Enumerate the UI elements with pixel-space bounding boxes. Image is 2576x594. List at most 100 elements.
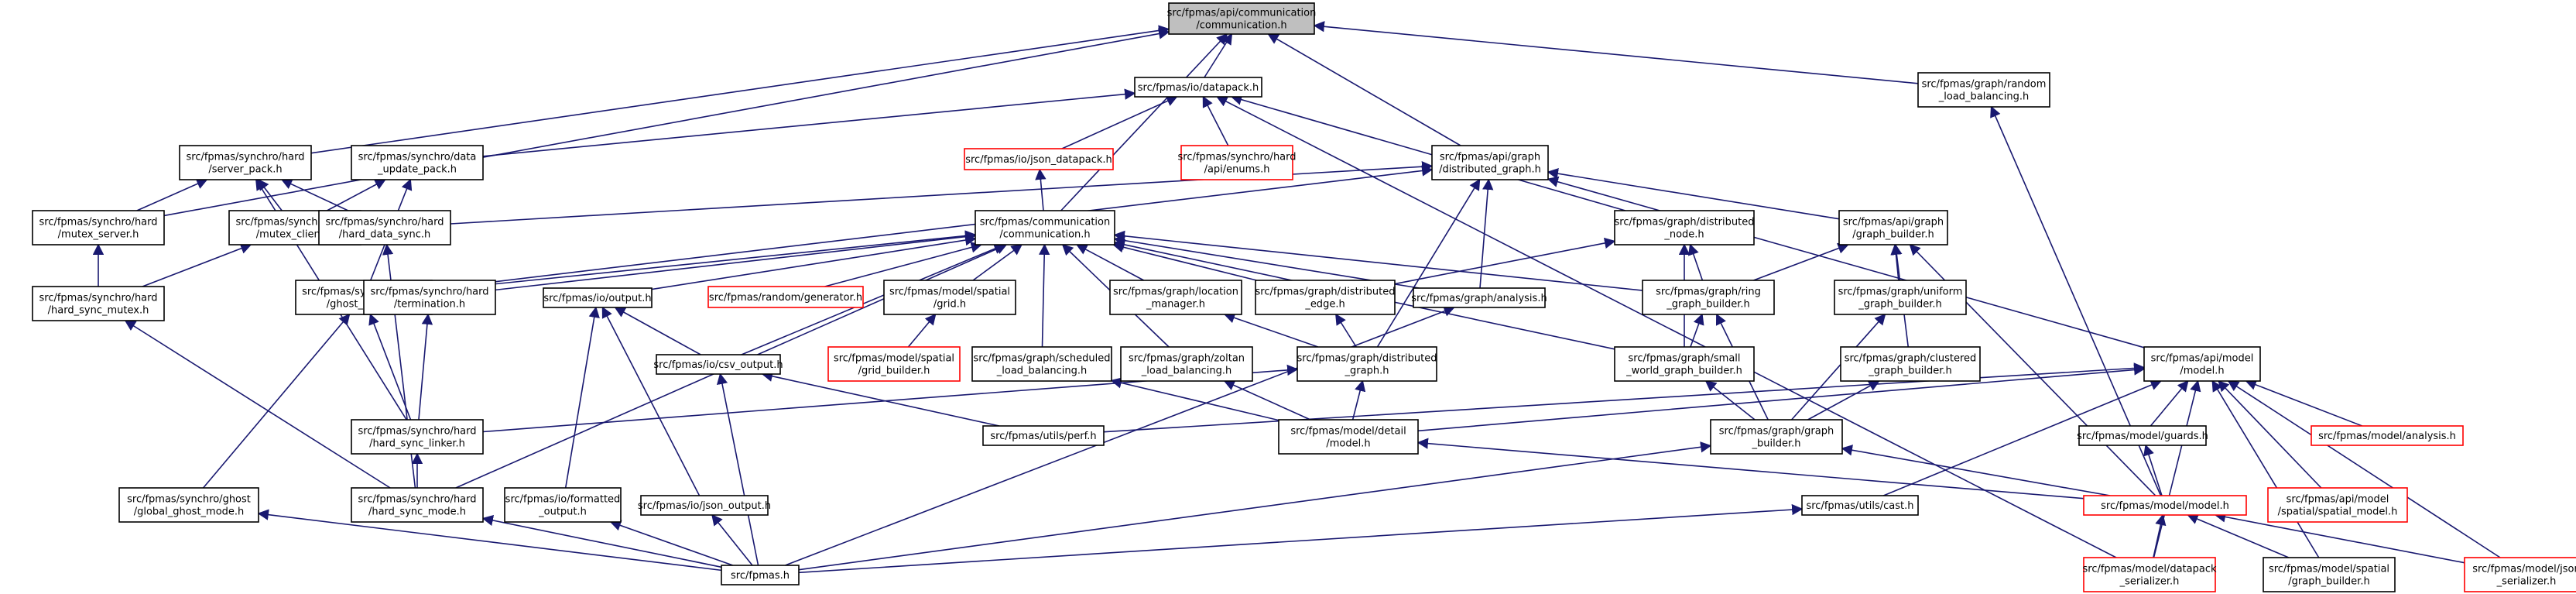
graph-node[interactable]: src/fpmas/model/spatial/grid_builder.h: [827, 346, 961, 382]
graph-node[interactable]: src/fpmas/io/formatted_output.h: [504, 487, 622, 523]
graph-node[interactable]: src/fpmas/graph/small_world_graph_builde…: [1614, 346, 1755, 382]
graph-node[interactable]: src/fpmas/model/model.h: [2083, 495, 2247, 516]
node-box[interactable]: [351, 487, 484, 523]
node-box[interactable]: [1840, 346, 1981, 382]
graph-node[interactable]: src/fpmas/io/datapack.h: [1134, 77, 1262, 98]
graph-node[interactable]: src/fpmas/synchro/ghost/global_ghost_mod…: [118, 487, 259, 523]
node-box[interactable]: [179, 145, 312, 180]
graph-node[interactable]: src/fpmas/api/graph/distributed_graph.h: [1431, 145, 1549, 180]
node-box[interactable]: [975, 210, 1115, 245]
node-box[interactable]: [982, 425, 1105, 446]
node-box[interactable]: [1801, 495, 1919, 516]
graph-node[interactable]: src/fpmas/communication/communication.h: [975, 210, 1115, 245]
node-box[interactable]: [2078, 425, 2207, 446]
node-box[interactable]: [118, 487, 259, 523]
graph-node[interactable]: src/fpmas/io/csv_output.h: [653, 354, 783, 375]
graph-node[interactable]: src/fpmas/synchro/hard/hard_sync_mutex.h: [32, 286, 165, 321]
graph-node[interactable]: src/fpmas/graph/random_load_balancing.h: [1917, 72, 2050, 108]
node-box[interactable]: [1431, 145, 1549, 180]
graph-node[interactable]: src/fpmas/graph/distributed_node.h: [1614, 210, 1755, 245]
graph-node[interactable]: src/fpmas/graph/analysis.h: [1411, 287, 1547, 308]
node-box[interactable]: [883, 280, 1016, 315]
graph-node[interactable]: src/fpmas/model/spatial/grid.h: [883, 280, 1016, 315]
node-box[interactable]: [1278, 419, 1419, 455]
node-box[interactable]: [964, 148, 1114, 170]
node-box[interactable]: [1838, 210, 1948, 245]
node-label: _graph_builder.h: [1868, 366, 1952, 377]
node-box[interactable]: [1917, 72, 2050, 108]
node-box[interactable]: [504, 487, 622, 523]
node-box[interactable]: [543, 287, 653, 308]
graph-node[interactable]: src/fpmas/io/json_datapack.h: [964, 148, 1114, 170]
node-box[interactable]: [2464, 557, 2576, 592]
node-box[interactable]: [1642, 280, 1775, 315]
graph-node[interactable]: src/fpmas/io/json_output.h: [638, 495, 771, 516]
node-label: src/fpmas/model/json: [2472, 564, 2576, 575]
graph-node[interactable]: src/fpmas/graph/zoltan_load_balancing.h: [1120, 346, 1253, 382]
node-box[interactable]: [656, 354, 781, 375]
node-box[interactable]: [351, 419, 484, 455]
node-box[interactable]: [1614, 346, 1755, 382]
node-box[interactable]: [1834, 280, 1967, 315]
graph-node[interactable]: src/fpmas/graph/graph_builder.h: [1710, 419, 1843, 455]
node-box[interactable]: [2143, 346, 2261, 382]
node-box[interactable]: [971, 346, 1112, 382]
graph-node[interactable]: src/fpmas/api/model/spatial/spatial_mode…: [2267, 487, 2408, 523]
node-box[interactable]: [721, 565, 800, 585]
graph-node[interactable]: src/fpmas/synchro/hard/server_pack.h: [179, 145, 312, 180]
graph-node[interactable]: src/fpmas/synchro/hard/hard_data_sync.h: [318, 210, 451, 245]
graph-node[interactable]: src/fpmas/utils/cast.h: [1801, 495, 1919, 516]
node-box[interactable]: [1134, 77, 1262, 98]
node-box[interactable]: [1297, 346, 1437, 382]
graph-node[interactable]: src/fpmas/api/communication/communicatio…: [1167, 2, 1317, 35]
graph-node[interactable]: src/fpmas/synchro/hard/hard_sync_linker.…: [351, 419, 484, 455]
graph-node[interactable]: src/fpmas/model/guards.h: [2077, 425, 2208, 446]
graph-node[interactable]: src/fpmas.h: [721, 565, 800, 585]
graph-node[interactable]: src/fpmas/io/output.h: [543, 287, 653, 308]
node-box[interactable]: [707, 286, 864, 308]
node-box[interactable]: [640, 495, 769, 516]
node-box[interactable]: [1255, 280, 1396, 315]
graph-node[interactable]: src/fpmas/utils/perf.h: [982, 425, 1105, 446]
edge-n46-to-n40: [481, 514, 722, 568]
graph-node[interactable]: src/fpmas/synchro/hard/api/enums.h: [1177, 145, 1297, 180]
node-box[interactable]: [318, 210, 451, 245]
graph-node[interactable]: src/fpmas/model/spatial/graph_builder.h: [2263, 557, 2396, 592]
graph-node[interactable]: src/fpmas/graph/location_manager.h: [1109, 280, 1242, 315]
node-box[interactable]: [1710, 419, 1843, 455]
node-box[interactable]: [1109, 280, 1242, 315]
node-box[interactable]: [2267, 487, 2408, 523]
node-box[interactable]: [32, 286, 165, 321]
graph-node[interactable]: src/fpmas/synchro/data_update_pack.h: [351, 145, 484, 180]
graph-node[interactable]: src/fpmas/random/generator.h: [707, 286, 864, 308]
node-box[interactable]: [351, 145, 484, 180]
graph-node[interactable]: src/fpmas/graph/distributed_edge.h: [1255, 280, 1396, 315]
node-box[interactable]: [32, 210, 165, 245]
graph-node[interactable]: src/fpmas/api/model/model.h: [2143, 346, 2261, 382]
node-box[interactable]: [2263, 557, 2396, 592]
node-box[interactable]: [1614, 210, 1755, 245]
graph-node[interactable]: src/fpmas/model/json_serializer.h: [2464, 557, 2576, 592]
graph-node[interactable]: src/fpmas/model/analysis.h: [2311, 425, 2464, 446]
graph-node[interactable]: src/fpmas/synchro/hard/mutex_server.h: [32, 210, 165, 245]
node-box[interactable]: [2311, 425, 2464, 446]
graph-node[interactable]: src/fpmas/graph/uniform_graph_builder.h: [1834, 280, 1967, 315]
node-box[interactable]: [1168, 2, 1315, 35]
node-box[interactable]: [2083, 495, 2247, 516]
graph-node[interactable]: src/fpmas/model/detail/model.h: [1278, 419, 1419, 455]
graph-node[interactable]: src/fpmas/graph/ring_graph_builder.h: [1642, 280, 1775, 315]
node-box[interactable]: [2083, 557, 2216, 592]
graph-node[interactable]: src/fpmas/graph/clustered_graph_builder.…: [1840, 346, 1981, 382]
node-box[interactable]: [827, 346, 961, 382]
graph-node[interactable]: src/fpmas/graph/scheduled_load_balancing…: [971, 346, 1112, 382]
graph-node[interactable]: src/fpmas/model/datapack_serializer.h: [2082, 557, 2217, 592]
graph-node[interactable]: src/fpmas/api/graph/graph_builder.h: [1838, 210, 1948, 245]
graph-node[interactable]: src/fpmas/synchro/hard/hard_sync_mode.h: [351, 487, 484, 523]
node-box[interactable]: [1413, 287, 1546, 308]
node-label: src/fpmas/io/datapack.h: [1138, 82, 1259, 94]
graph-node[interactable]: src/fpmas/synchro/hard/termination.h: [363, 280, 496, 315]
graph-node[interactable]: src/fpmas/graph/distributed_graph.h: [1297, 346, 1437, 382]
node-box[interactable]: [1180, 145, 1293, 180]
node-box[interactable]: [363, 280, 496, 315]
node-box[interactable]: [1120, 346, 1253, 382]
